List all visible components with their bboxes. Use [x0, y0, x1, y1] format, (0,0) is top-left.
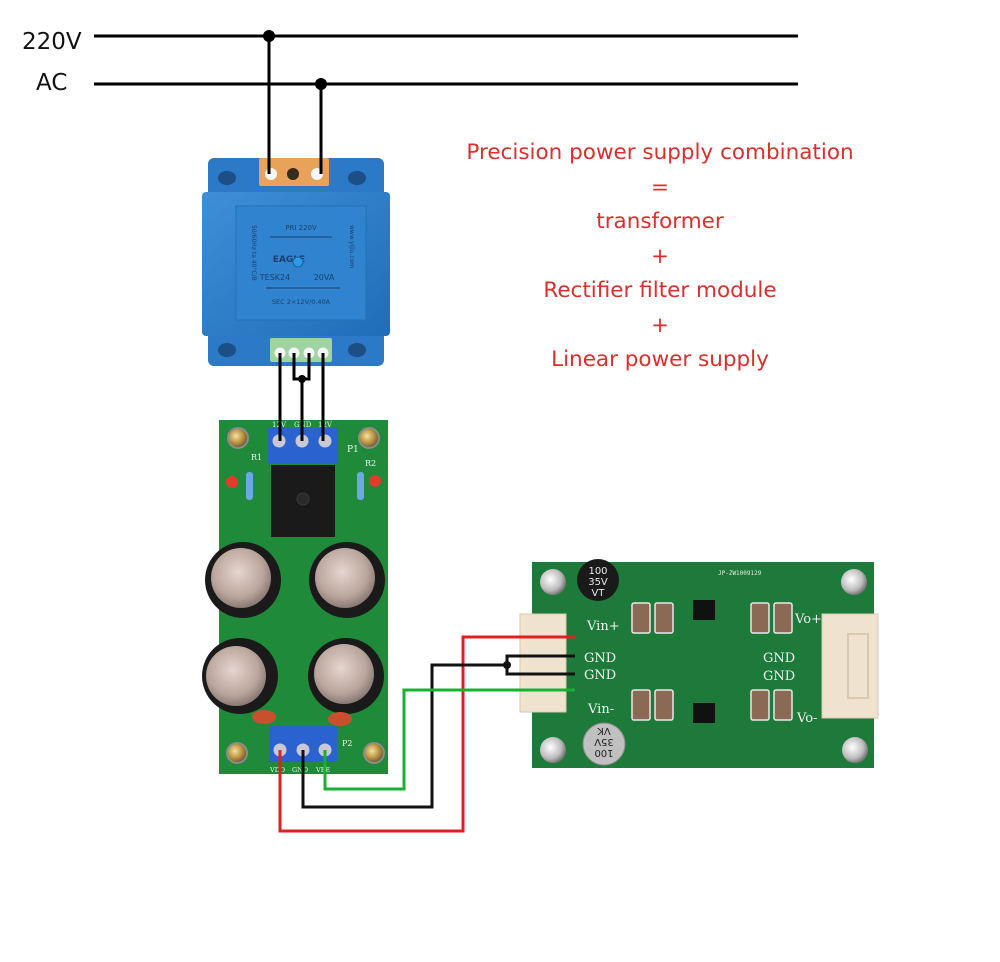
- wire-gnd: [301, 663, 507, 809]
- gnd-out-label-2: GND: [763, 669, 795, 684]
- transformer-side-left: 50/60Hz ta 40°C/B: [250, 225, 257, 281]
- formula-linear: Linear power supply: [551, 347, 769, 372]
- transformer-secondary: SEC 2×12V/0.40A: [272, 298, 331, 306]
- mains-voltage-label: 220V: [22, 29, 82, 55]
- resistor-r1: [246, 472, 253, 500]
- vin-minus-label: Vin-: [587, 702, 614, 717]
- transformer-pri-label: PRI 220V: [285, 224, 317, 232]
- secondary-terminal: [270, 338, 332, 362]
- electrolytic-capacitor-top: 100 35V VT: [577, 559, 619, 601]
- output-connector: [821, 613, 879, 719]
- mounting-hole: [348, 171, 366, 185]
- secondary-wires: [278, 353, 325, 441]
- vo-plus-label: Vo+: [794, 612, 822, 627]
- led-d1: [226, 476, 238, 488]
- ic-u2: [693, 703, 715, 723]
- mounting-hole: [218, 343, 236, 357]
- transformer: PRI 220V EAGLE TESK24 20VA SEC 2×12V/0.4…: [202, 158, 390, 366]
- p2-pin-vee: VEE: [315, 766, 330, 774]
- mounting-hole: [218, 171, 236, 185]
- svg-text:35V: 35V: [594, 736, 614, 747]
- mains-lines: [94, 30, 798, 90]
- gnd-out-label-1: GND: [763, 651, 795, 666]
- primary-wires: [267, 36, 323, 174]
- vin-plus-label: Vin+: [586, 619, 620, 634]
- filter-capacitor: [202, 638, 278, 714]
- transformer-brand: EAGLE: [273, 255, 305, 265]
- input-connector: [519, 613, 567, 713]
- vo-minus-label: Vo-: [796, 711, 817, 726]
- resistor-r2: [357, 472, 364, 500]
- gnd-in-label-2: GND: [584, 668, 616, 683]
- p2-pin-vdd: VDD: [269, 766, 285, 774]
- formula-transformer: transformer: [596, 209, 724, 234]
- svg-text:100: 100: [594, 747, 613, 758]
- svg-text:R1: R1: [251, 453, 262, 462]
- mains-ac-label: AC: [36, 70, 68, 96]
- screw: [358, 427, 380, 449]
- screw: [227, 427, 249, 449]
- svg-text:VK: VK: [597, 725, 611, 736]
- transformer-rating: 20VA: [314, 273, 335, 282]
- screw: [226, 742, 248, 764]
- formula-equals: =: [650, 174, 669, 200]
- combination-formula: Precision power supply combination = tra…: [440, 136, 880, 378]
- transformer-model: TESK24: [259, 273, 290, 282]
- screw: [540, 569, 566, 595]
- p1-label: P1: [347, 445, 359, 455]
- svg-text:35V: 35V: [588, 577, 608, 588]
- formula-plus-1: +: [650, 243, 669, 269]
- filter-capacitor: [205, 542, 281, 618]
- rectifier-filter-module: P1 12V GND 12V R1 R2: [202, 420, 388, 774]
- formula-rectifier: Rectifier filter module: [543, 278, 777, 303]
- wire-vee: [323, 688, 575, 791]
- p1-pin-label: 12V: [318, 421, 333, 429]
- screw: [540, 737, 566, 763]
- ic-u1: [693, 600, 715, 620]
- screw: [842, 737, 868, 763]
- svg-text:VT: VT: [592, 588, 606, 599]
- gnd-in-label-1: GND: [584, 651, 616, 666]
- svg-text:R2: R2: [365, 459, 376, 468]
- led-d2: [369, 475, 381, 487]
- p2-label: P2: [342, 739, 352, 748]
- screw: [363, 742, 385, 764]
- linear-power-supply-module: 100 35V VT 100 35V VK: [519, 559, 879, 768]
- wire-vdd: [278, 635, 575, 833]
- screw: [841, 569, 867, 595]
- filter-capacitor: [309, 542, 385, 618]
- board-part-number: JP-ZW1009129: [718, 570, 762, 577]
- formula-plus-2: +: [650, 312, 669, 338]
- formula-title: Precision power supply combination: [466, 140, 854, 165]
- mounting-hole: [348, 343, 366, 357]
- transformer-side-right: www.yijiu.com: [348, 225, 355, 268]
- filter-capacitor: [308, 638, 384, 714]
- svg-text:100: 100: [588, 566, 607, 577]
- p2-pin-gnd: GND: [292, 766, 308, 774]
- electrolytic-capacitor-bottom: 100 35V VK: [582, 722, 626, 766]
- output-wires: [278, 635, 575, 833]
